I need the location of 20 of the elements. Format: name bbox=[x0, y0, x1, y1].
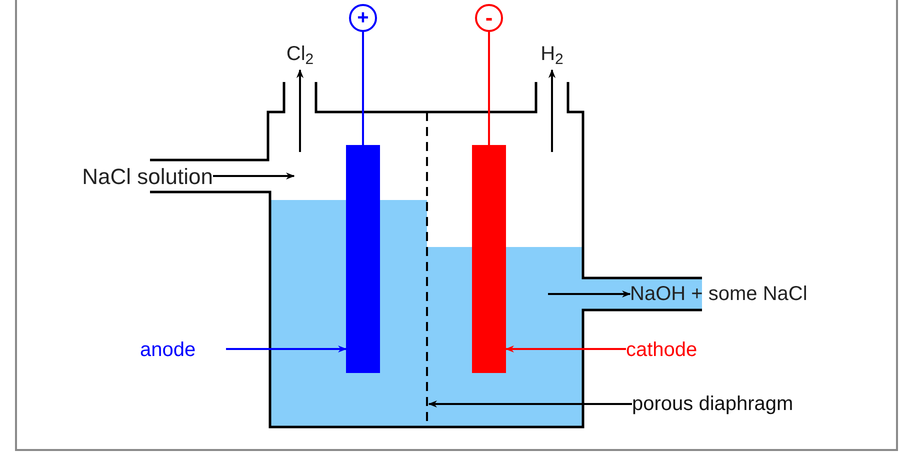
arrow bbox=[226, 345, 347, 353]
anode-rod bbox=[346, 145, 380, 373]
gas-label: Cl$_{2}$ bbox=[278, 38, 322, 70]
arrow bbox=[296, 69, 304, 152]
arrow bbox=[428, 400, 632, 408]
outlet-label: NaOH + some NaCl bbox=[630, 280, 892, 308]
inlet-label: NaCl solution bbox=[28, 162, 213, 190]
electrode-label: anode bbox=[140, 336, 226, 364]
gas-label: H$_{2}$ bbox=[530, 38, 574, 70]
arrow bbox=[548, 69, 556, 152]
electrode-label: cathode bbox=[626, 336, 736, 364]
arrow bbox=[505, 345, 626, 353]
diaphragm-label: porous diaphragm bbox=[632, 390, 872, 418]
arrow bbox=[213, 172, 295, 180]
cathode-rod bbox=[472, 145, 506, 373]
wire bbox=[488, 32, 490, 145]
positive-terminal: + bbox=[349, 4, 377, 32]
arrow bbox=[548, 290, 631, 298]
negative-terminal: - bbox=[475, 4, 503, 32]
wire bbox=[362, 32, 364, 145]
